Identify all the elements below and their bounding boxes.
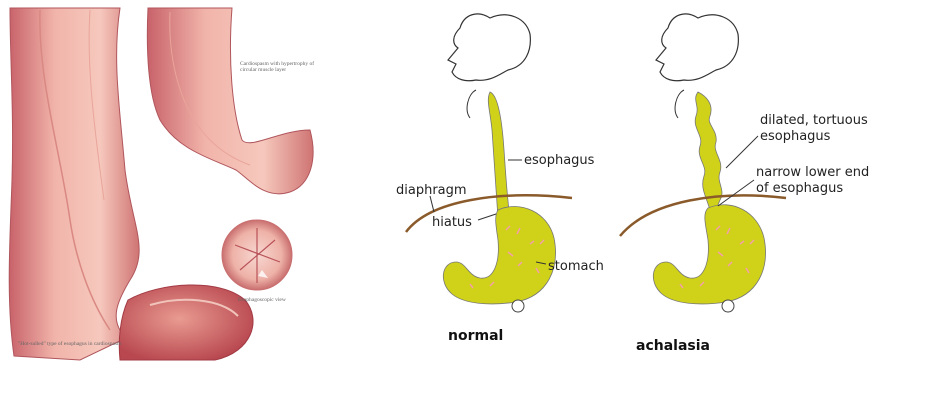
label-stomach: stomach [548, 259, 604, 274]
rosette-caption: Esophagoscopic view [238, 297, 286, 303]
normal-diaphragm [405, 194, 573, 233]
esophagus-illustration [8, 7, 314, 361]
label-hiatus: hiatus [432, 215, 472, 230]
cardiospasm-note: Cardiospasm with hypertrophy of circular… [240, 61, 315, 73]
stomach-lower [118, 284, 254, 361]
normal-esophagus [487, 91, 511, 219]
label-dilated-line2: esophagus [760, 129, 831, 144]
label-narrow-line2: of esophagus [756, 181, 843, 196]
dilated-esophagus [8, 7, 140, 361]
normal-vs-achalasia-diagram: esophagus diaphragm hiatus stomach norma… [396, 13, 869, 354]
cardiospasm-specimen [146, 7, 314, 195]
schematic-comparison: esophagus diaphragm hiatus stomach norma… [340, 0, 940, 370]
label-esophagus: esophagus [524, 153, 595, 168]
label-dilated-line1: dilated, tortuous [760, 113, 868, 128]
achalasia-head-outline [655, 13, 739, 82]
normal-head-outline [447, 13, 531, 82]
achalasia-esophagus [694, 91, 723, 211]
label-diaphragm: diaphragm [396, 183, 467, 198]
achalasia-figure [619, 13, 787, 313]
achalasia-diaphragm [619, 194, 787, 237]
caption-achalasia: achalasia [636, 338, 710, 354]
normal-stomach [443, 206, 556, 305]
achalasia-stomach [653, 204, 766, 305]
caption-normal: normal [448, 328, 503, 344]
label-narrow-line1: narrow lower end [756, 165, 869, 180]
normal-figure [405, 13, 573, 313]
anatomical-illustration: Cardiospasm with hypertrophy of circular… [0, 0, 330, 365]
bottom-note: "Hot-sulled" type of esophagus in cardio… [18, 341, 122, 347]
